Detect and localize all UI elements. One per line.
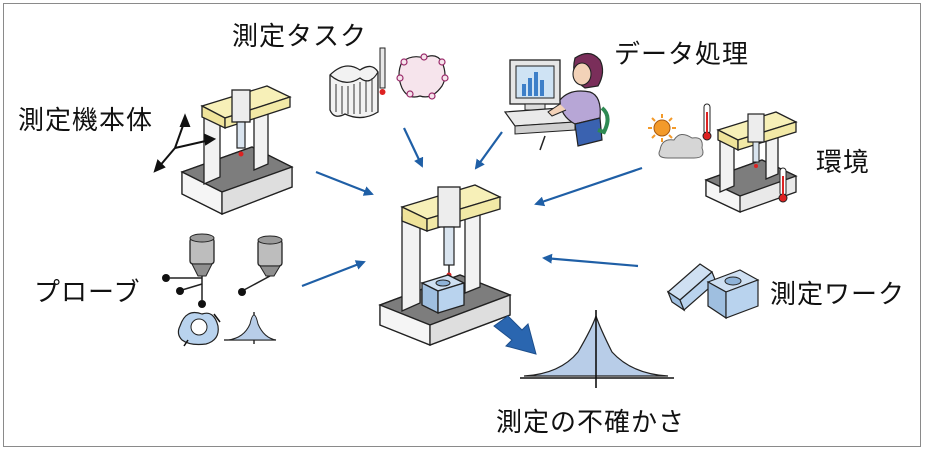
arrow-from-probe [301, 260, 366, 288]
workpiece-illustration [666, 263, 760, 320]
diagram-border [3, 3, 921, 447]
center-cmm [378, 184, 512, 346]
label-probe: プローブ [34, 278, 141, 308]
label-data-processing: データ処理 [614, 40, 750, 70]
flow-arrows [301, 127, 643, 288]
arrow-from-task [403, 127, 424, 168]
cmm-body-illustration [180, 85, 294, 216]
label-uncertainty: 測定の不確かさ [496, 408, 686, 438]
arrow-from-environment [534, 166, 643, 207]
label-measuring-task: 測定タスク [232, 22, 368, 52]
arrow-from-workpiece [542, 253, 639, 268]
label-workpiece: 測定ワーク [770, 280, 906, 310]
label-measuring-machine: 測定機本体 [18, 106, 154, 136]
arrow-from-data [474, 131, 503, 170]
environment-illustration [648, 103, 798, 214]
measuring-task-illustration [329, 47, 449, 119]
arrow-from-machine [315, 170, 374, 196]
result-arrow [493, 315, 537, 355]
probe-illustration [162, 233, 283, 347]
uncertainty-distribution [520, 310, 674, 388]
data-processing-illustration [503, 52, 610, 151]
axes-icon [153, 113, 217, 173]
label-environment: 環境 [816, 148, 871, 178]
